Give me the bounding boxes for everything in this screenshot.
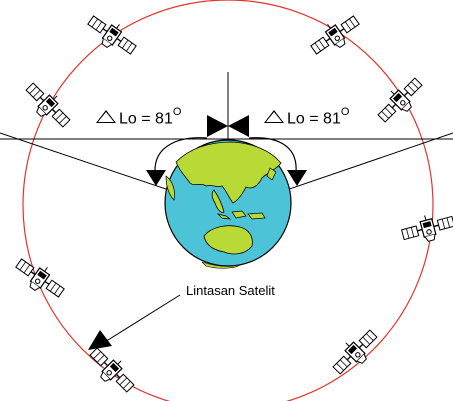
orbit-label: Lintasan Satelit xyxy=(186,283,275,298)
orbit-pointer-arrow xyxy=(88,330,112,350)
satellite-icon xyxy=(305,8,365,62)
satellite-icon xyxy=(82,8,142,62)
delta-lo-left-label: Lo = 81O xyxy=(96,107,181,127)
satellite-icon xyxy=(398,208,453,248)
satellite-icon xyxy=(371,71,429,129)
satellite-icon xyxy=(19,76,77,134)
satellite-icon xyxy=(83,341,141,399)
arrow-head-right xyxy=(287,170,307,186)
delta-icon xyxy=(96,110,116,124)
delta-icon xyxy=(264,110,284,124)
coverage-angle-arcs xyxy=(154,137,297,173)
satellite-icon xyxy=(326,323,384,381)
satellite-orbit xyxy=(22,0,434,401)
delta-lo-right-label: Lo = 81O xyxy=(264,107,349,127)
arrow-head-left xyxy=(146,170,166,186)
earth-globe-icon xyxy=(164,139,292,269)
geostationary-satellite-icon xyxy=(207,115,249,137)
satellite-icon xyxy=(10,251,70,305)
